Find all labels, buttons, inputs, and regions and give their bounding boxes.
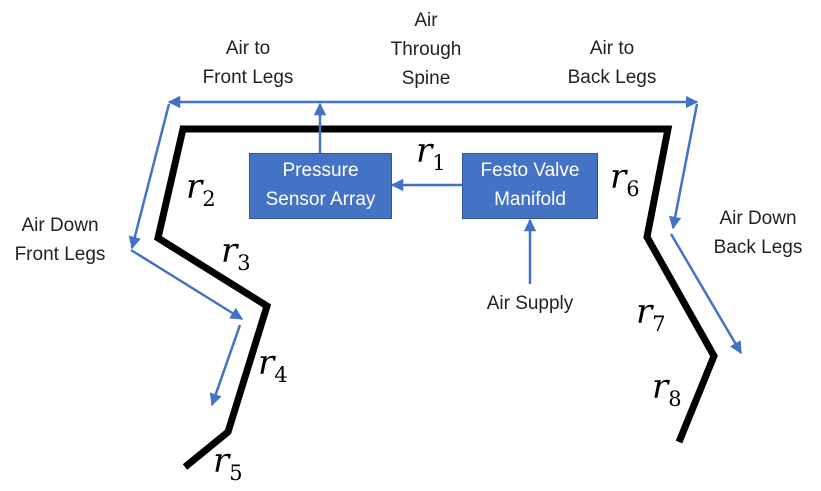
back-leg-air-path [669,103,699,230]
front-leg-air-path [128,103,171,250]
segment-label-r1: r1 [416,131,446,175]
label-air-down-back-legs: Air Down Back Legs [713,208,803,258]
festo-box-line-1: Festo Valve [480,160,580,181]
segment-label-r3: r3 [221,231,251,275]
segment-label-r8: r8 [652,367,682,411]
label-air-supply: Air Supply [486,293,574,314]
segment-label-r2: r2 [186,167,216,211]
pressure-box-line-1: Pressure [282,160,359,181]
back-leg-lower-arrow [669,233,743,355]
segment-label-r5: r5 [213,441,243,485]
front-leg-lower-arrow-1 [130,248,244,321]
front-leg-lower-arrow-2 [209,324,242,407]
festo-valve-manifold-box: Festo Valve Manifold [462,153,598,219]
segment-label-r6: r6 [610,157,640,201]
robot-body-line [154,125,718,470]
label-air-through-spine: Air Through Spine [390,10,462,89]
label-air-to-front-legs: Air to Front Legs [202,38,294,88]
label-air-to-back-legs: Air to Back Legs [567,38,657,88]
pressure-box-line-2: Sensor Array [265,189,376,210]
segment-label-r4: r4 [258,343,288,387]
segment-label-r7: r7 [636,292,666,336]
festo-box-line-2: Manifold [494,189,566,210]
pressure-sensor-array-box: Pressure Sensor Array [249,153,392,219]
label-air-down-front-legs: Air Down Front Legs [14,215,106,265]
